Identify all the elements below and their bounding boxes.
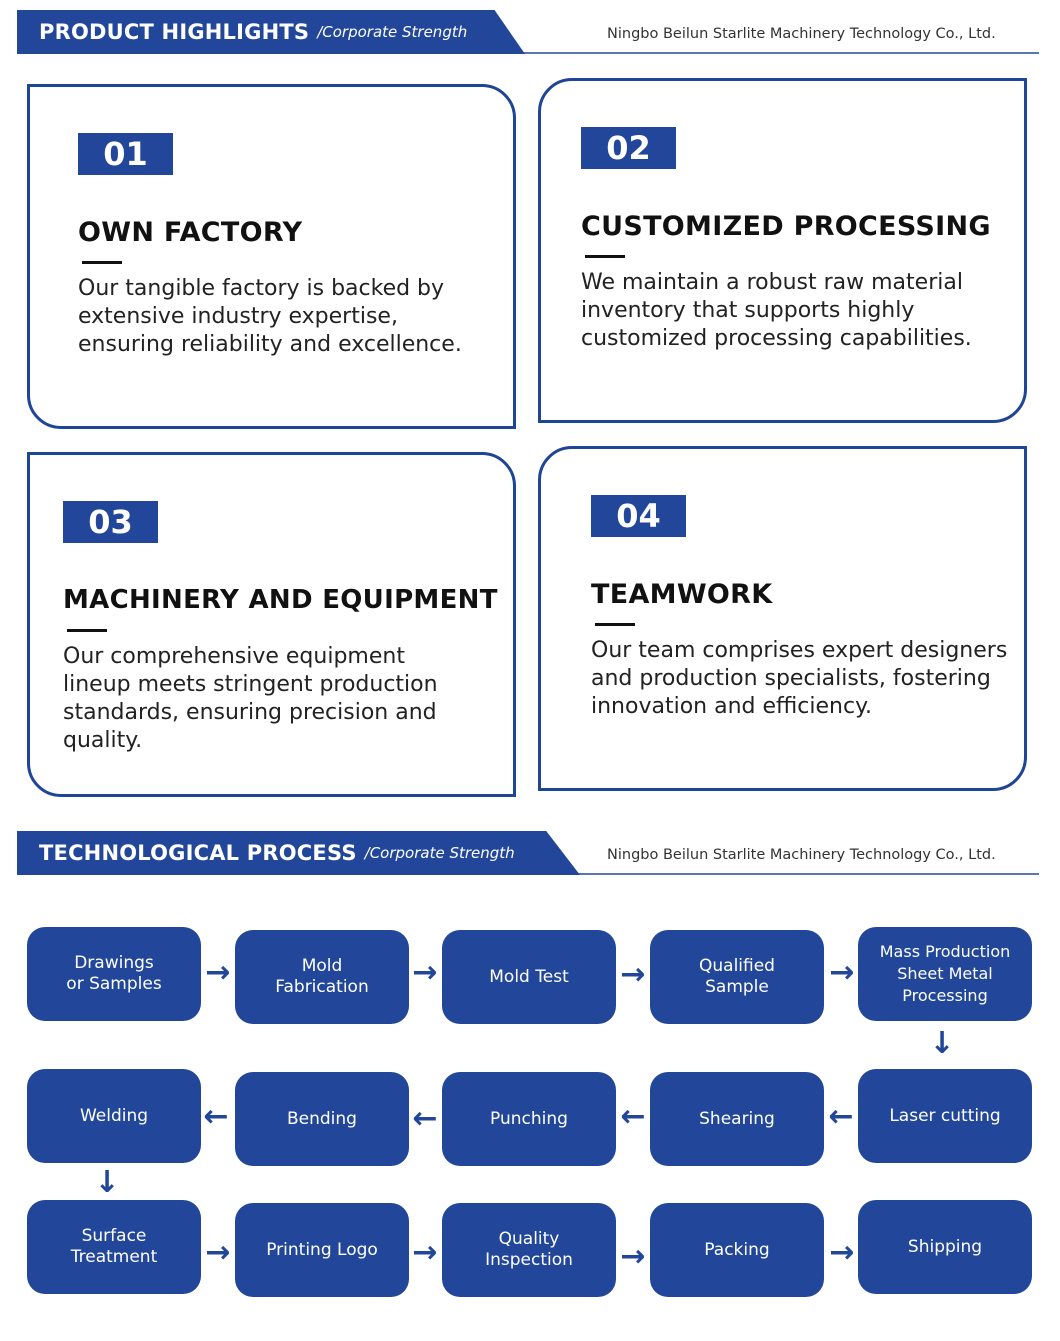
- card-description: Our tangible factory is backed by extens…: [78, 276, 462, 357]
- card-teamwork: 04 TEAMWORK Our team comprises expert de…: [538, 446, 1027, 791]
- step-mold-fabrication: Mold Fabrication: [235, 930, 409, 1024]
- card-dash: [82, 261, 122, 264]
- arrow-right-icon: →: [620, 957, 646, 992]
- card-number: 01: [78, 133, 173, 175]
- card-title: OWN FACTORY: [78, 217, 303, 248]
- card-own-factory: 01 OWN FACTORY Our tangible factory is b…: [27, 84, 516, 429]
- arrow-right-icon: →: [205, 1235, 231, 1270]
- arrow-down-icon: ↓: [929, 1026, 955, 1061]
- card-title: TEAMWORK: [591, 579, 773, 610]
- step-packing: Packing: [650, 1203, 824, 1297]
- card-title: MACHINERY AND EQUIPMENT: [63, 585, 498, 615]
- arrow-right-icon: →: [829, 1235, 855, 1270]
- process-company: Ningbo Beilun Starlite Machinery Technol…: [607, 847, 996, 863]
- step-surface-treatment: Surface Treatment: [27, 1200, 201, 1294]
- arrow-left-icon: ←: [620, 1099, 646, 1134]
- arrow-down-icon: ↓: [94, 1165, 120, 1200]
- card-number: 04: [591, 495, 686, 537]
- arrow-left-icon: ←: [412, 1101, 438, 1136]
- arrow-right-icon: →: [412, 955, 438, 990]
- step-drawings-samples: Drawings or Samples: [27, 927, 201, 1021]
- process-title: TECHNOLOGICAL PROCESS: [39, 841, 357, 865]
- step-mold-test: Mold Test: [442, 930, 616, 1024]
- step-shearing: Shearing: [650, 1072, 824, 1166]
- highlights-title: PRODUCT HIGHLIGHTS: [39, 20, 310, 44]
- card-machinery-equipment: 03 MACHINERY AND EQUIPMENT Our comprehen…: [27, 452, 516, 797]
- step-laser-cutting: Laser cutting: [858, 1069, 1032, 1163]
- card-description: We maintain a robust raw material invent…: [581, 270, 972, 351]
- process-banner: TECHNOLOGICAL PROCESS /Corporate Strengt…: [17, 831, 1039, 875]
- card-number: 03: [63, 501, 158, 543]
- arrow-left-icon: ←: [203, 1099, 229, 1134]
- card-description: Our team comprises expert designers and …: [591, 638, 1008, 719]
- step-shipping: Shipping: [858, 1200, 1032, 1294]
- card-dash: [67, 629, 107, 632]
- step-qualified-sample: Qualified Sample: [650, 930, 824, 1024]
- arrow-right-icon: →: [205, 955, 231, 990]
- card-title: CUSTOMIZED PROCESSING: [581, 211, 991, 242]
- step-quality-inspection: Quality Inspection: [442, 1203, 616, 1297]
- arrow-right-icon: →: [829, 955, 855, 990]
- arrow-right-icon: →: [412, 1235, 438, 1270]
- arrow-right-icon: →: [620, 1239, 646, 1274]
- highlights-subtitle: /Corporate Strength: [317, 23, 468, 41]
- card-description: Our comprehensive equipment lineup meets…: [63, 644, 438, 753]
- highlights-tab: PRODUCT HIGHLIGHTS /Corporate Strength: [17, 10, 525, 54]
- process-tab: TECHNOLOGICAL PROCESS /Corporate Strengt…: [17, 831, 580, 875]
- highlights-company: Ningbo Beilun Starlite Machinery Technol…: [607, 26, 996, 42]
- process-rule: [572, 873, 1039, 875]
- process-subtitle: /Corporate Strength: [364, 844, 515, 862]
- card-dash: [585, 255, 625, 258]
- step-welding: Welding: [27, 1069, 201, 1163]
- step-bending: Bending: [235, 1072, 409, 1166]
- highlights-banner: PRODUCT HIGHLIGHTS /Corporate Strength N…: [17, 10, 1039, 54]
- step-mass-production: Mass Production Sheet Metal Processing: [858, 927, 1032, 1021]
- highlights-rule: [517, 52, 1039, 54]
- step-printing-logo: Printing Logo: [235, 1203, 409, 1297]
- arrow-left-icon: ←: [828, 1099, 854, 1134]
- card-dash: [595, 623, 635, 626]
- card-customized-processing: 02 CUSTOMIZED PROCESSING We maintain a r…: [538, 78, 1027, 423]
- card-number: 02: [581, 127, 676, 169]
- step-punching: Punching: [442, 1072, 616, 1166]
